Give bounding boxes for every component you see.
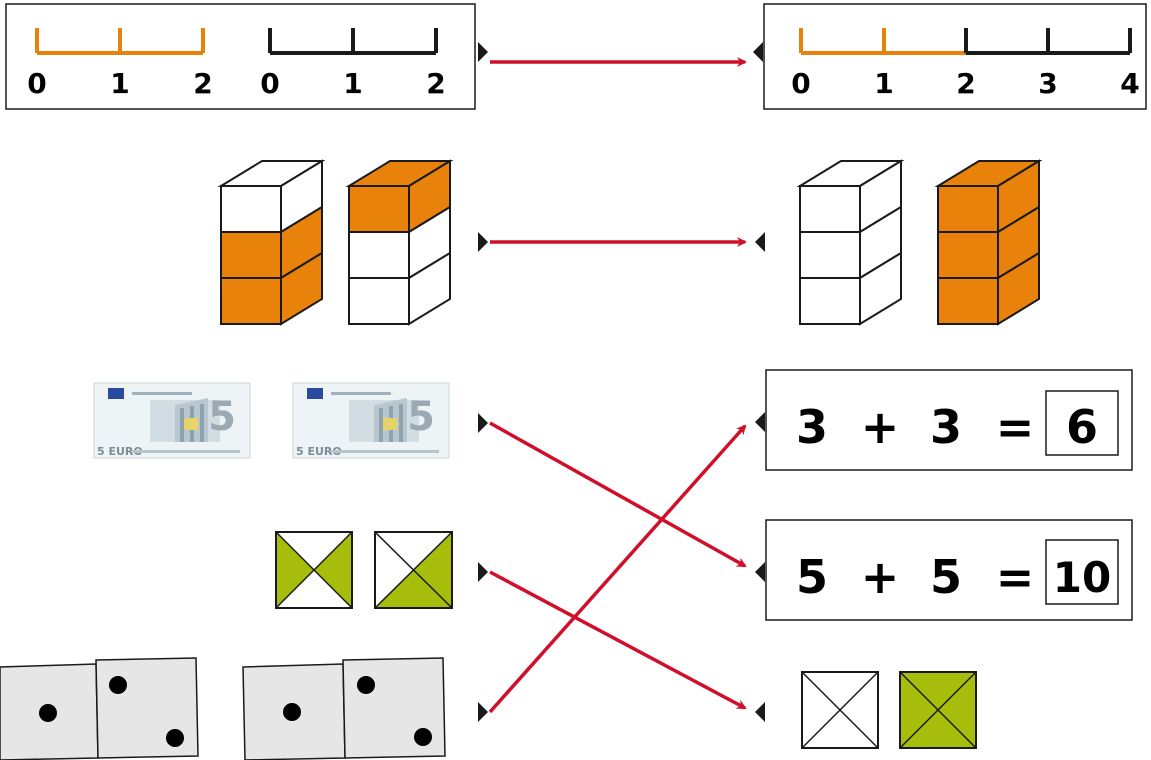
tick-label: 1: [343, 67, 362, 100]
answer-box[interactable]: [1045, 390, 1119, 456]
cube-stack: [217, 159, 326, 326]
arrow-banknotes-to-5-plus-5[interactable]: [489, 421, 747, 568]
number-line-left-card: 0 1 2 0 1 2: [5, 3, 476, 110]
domino: [0, 657, 199, 760]
pip: [357, 676, 375, 694]
pip: [39, 704, 57, 722]
connector-dot-right[interactable]: [755, 412, 765, 432]
equation-card-5-plus-5: 5 + 5 = 10: [765, 519, 1133, 621]
tick-label: 0: [27, 67, 46, 100]
cube-stack: [345, 159, 454, 326]
arrow-dominoes-to-3-plus-3[interactable]: [488, 424, 747, 714]
cube-stack: [796, 159, 905, 326]
domino: [242, 657, 446, 760]
triangle-square: [899, 671, 977, 749]
orange-number-segment: 0 1 2: [27, 28, 213, 100]
cube-stacks-right: [796, 159, 1043, 326]
connector-dot-left[interactable]: [478, 562, 488, 582]
triangle-square: [801, 671, 879, 749]
connector-dot-right[interactable]: [753, 42, 763, 62]
eu-flag-icon: [307, 388, 323, 399]
connector-dot-left[interactable]: [478, 232, 488, 252]
equation-equals: =: [996, 400, 1035, 454]
answer-box[interactable]: [1045, 539, 1119, 605]
equation-term: 3: [796, 400, 828, 454]
pip: [109, 676, 127, 694]
equation-result: 10: [1053, 553, 1111, 602]
connector-dot-right[interactable]: [755, 562, 765, 582]
number-line-right-card: 0 1 2 3 4: [763, 3, 1147, 110]
pip: [166, 729, 184, 747]
black-number-segment: 0 1 2: [260, 28, 446, 100]
tick-label: 4: [1120, 67, 1139, 100]
banknote-value: 5: [208, 394, 236, 440]
equation-operator: +: [861, 400, 900, 454]
tick-label: 0: [791, 67, 810, 100]
connector-dot-right[interactable]: [755, 232, 765, 252]
connector-dot-left[interactable]: [478, 702, 488, 722]
cube-stack: [934, 159, 1043, 326]
equation-card-3-plus-3: 3 + 3 = 6: [765, 369, 1133, 471]
equation-term: 3: [930, 400, 962, 454]
triangle-square: [275, 531, 353, 609]
pip: [283, 703, 301, 721]
connector-dot-right[interactable]: [755, 702, 765, 722]
eu-flag-icon: [108, 388, 124, 399]
banknote-caption: 5 EURO: [296, 445, 342, 458]
triangle-squares-left: [275, 531, 453, 609]
tick-label: 2: [193, 67, 212, 100]
equation-result: 6: [1066, 400, 1098, 454]
banknote-image: 5 5 EURO: [93, 382, 251, 459]
tick-label: 0: [260, 67, 279, 100]
banknote-caption: 5 EURO: [97, 445, 143, 458]
equation-equals: =: [996, 550, 1035, 604]
equation-term: 5: [930, 550, 962, 604]
tick-label: 2: [426, 67, 445, 100]
pip: [414, 728, 432, 746]
triangle-square: [374, 531, 453, 609]
arrow-triangle-squares[interactable]: [489, 570, 747, 710]
banknotes-left: 5 5 EURO 5 5 EURO: [93, 382, 450, 459]
banknote-value: 5: [407, 394, 435, 440]
tick-label: 2: [956, 67, 975, 100]
tick-label: 1: [874, 67, 893, 100]
connector-dot-left[interactable]: [478, 42, 488, 62]
banknote-image: 5 5 EURO: [292, 382, 450, 459]
connector-dot-left[interactable]: [478, 413, 488, 433]
connection-arrows: [488, 57, 747, 714]
equation-term: 5: [796, 550, 828, 604]
tick-label: 1: [110, 67, 129, 100]
equation-operator: +: [861, 550, 900, 604]
cube-stacks-left: [217, 159, 454, 326]
triangle-squares-right: [801, 671, 977, 749]
tick-label: 3: [1038, 67, 1057, 100]
dominoes-left: [0, 657, 446, 760]
